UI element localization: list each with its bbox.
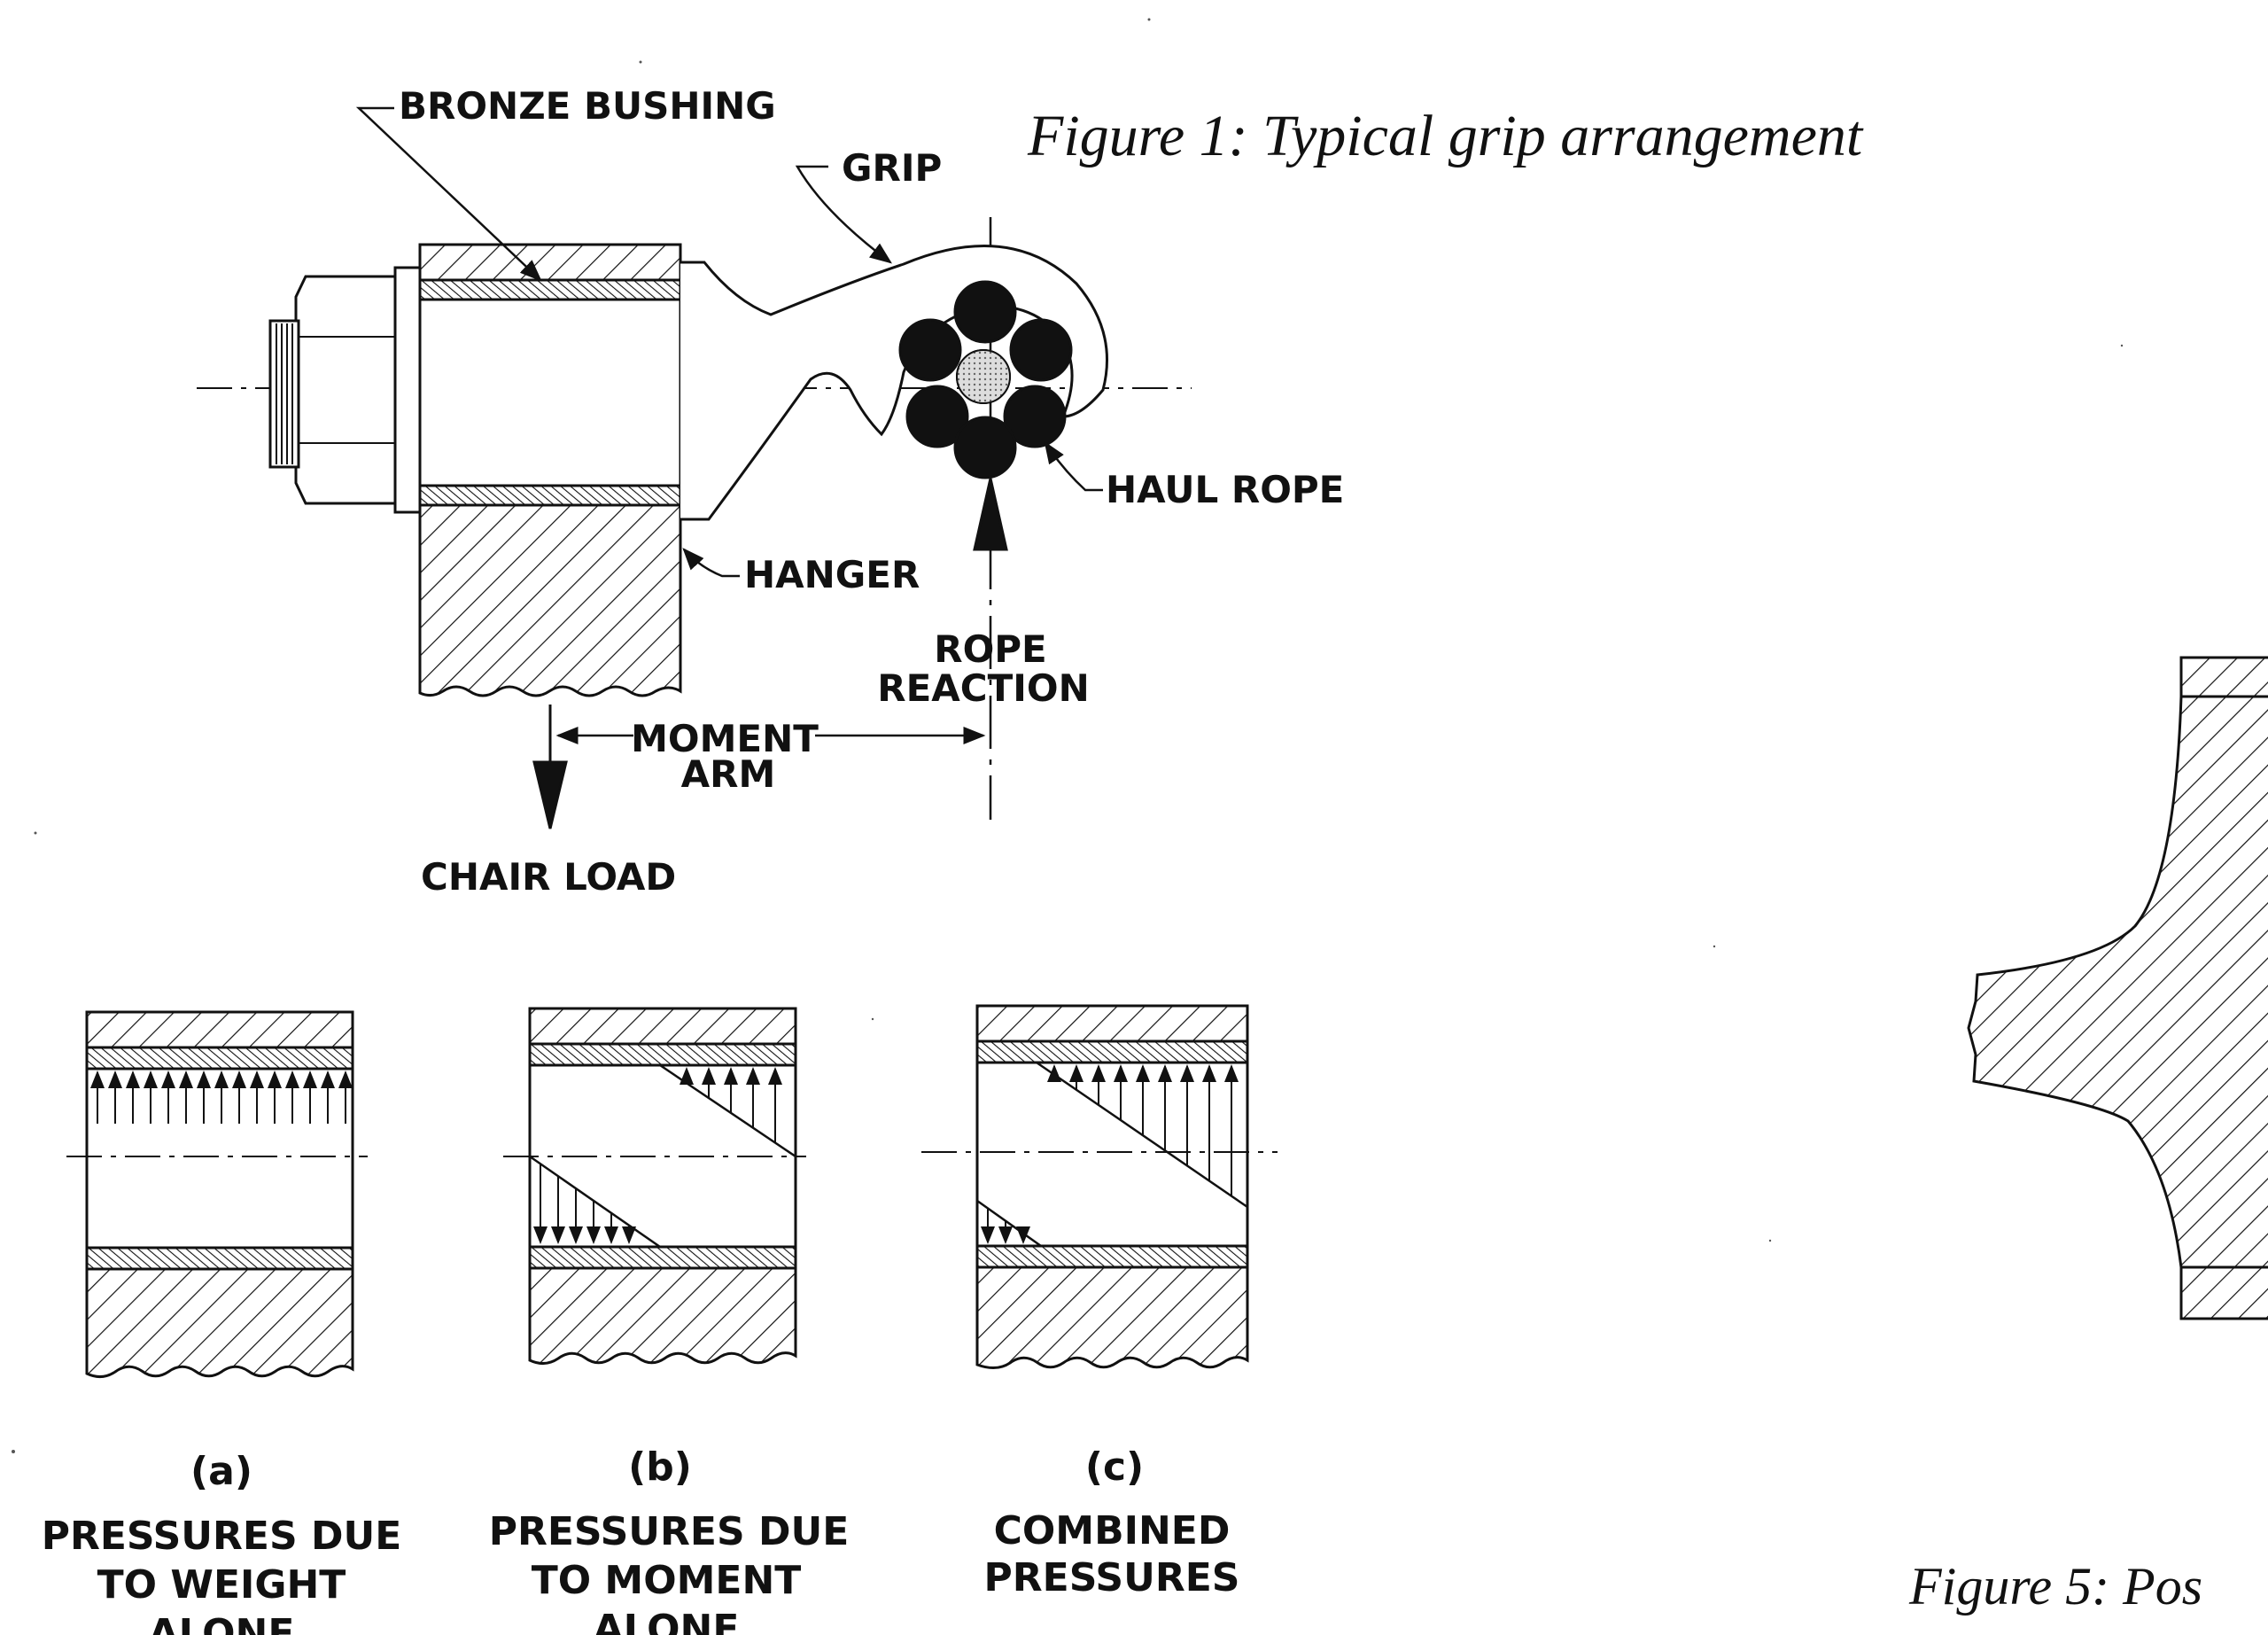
label-haul-rope: HAUL ROPE: [1106, 468, 1344, 511]
label-chair-load: CHAIR LOAD: [421, 855, 676, 899]
rope-reaction-arrow: [973, 478, 1008, 551]
grip-pin: [418, 298, 682, 487]
panel-b-line1: PRESSURES DUE: [489, 1509, 850, 1554]
hanger-top: [418, 243, 682, 282]
figure1-drawing: [197, 106, 1192, 829]
haul-rope: [898, 280, 1073, 479]
panel-labels: (a) PRESSURES DUE TO WEIGHT ALONE (b) PR…: [42, 1444, 1240, 1635]
leader-bronze-bushing: [355, 106, 542, 282]
bolt-thread: [268, 319, 300, 469]
panel-a-letter: (a): [190, 1449, 252, 1494]
panel-c-line2: PRESSURES: [984, 1555, 1240, 1600]
label-bronze-bushing: BRONZE BUSHING: [399, 84, 776, 128]
grip-jaw: [680, 245, 1108, 521]
panel-a-line3: ALONE: [149, 1611, 295, 1635]
panel-a-line1: PRESSURES DUE: [42, 1514, 402, 1559]
label-rope-reaction: REACTION: [877, 666, 1090, 710]
label-hanger: HANGER: [744, 553, 920, 596]
bronze-bushing-top: [418, 278, 682, 301]
panel-b-letter: (b): [628, 1444, 692, 1490]
label-rope-reaction: ROPE: [934, 627, 1047, 671]
figure1-caption: Figure 1: Typical grip arrangement: [1027, 104, 1864, 168]
panel-b-line3: ALONE: [594, 1607, 740, 1635]
panel-b-line2: TO MOMENT: [532, 1558, 802, 1603]
panel-c-line1: COMBINED: [994, 1508, 1231, 1553]
panel-b: [503, 1007, 806, 1365]
leader-grip: [795, 165, 893, 264]
leader-haul-rope: [1044, 440, 1103, 492]
panel-c-pressure-arrows: [981, 1064, 1239, 1244]
leader-hanger: [682, 548, 740, 578]
panel-a-line2: TO WEIGHT: [97, 1562, 346, 1608]
panel-b-pressure-arrows: [533, 1067, 782, 1244]
hanger-body: [418, 503, 682, 697]
figure5-caption: Figure 5: Pos: [1908, 1557, 2202, 1616]
label-grip: GRIP: [842, 146, 942, 190]
scan-specks: [12, 18, 2124, 1453]
washer: [393, 266, 422, 514]
bronze-bushing-bottom: [418, 484, 682, 507]
figure1-labels: BRONZE BUSHING GRIP HAUL ROPE HANGER ROP…: [399, 84, 1864, 899]
chair-load-arrow: [532, 760, 568, 829]
figure5-drawing: [1967, 656, 2268, 1320]
panel-c: [921, 1004, 1278, 1369]
panel-a: [66, 1010, 368, 1378]
panel-c-letter: (c): [1085, 1444, 1144, 1490]
label-moment-arm: ARM: [681, 752, 776, 796]
nut: [294, 275, 399, 505]
panel-a-pressure-arrows: [90, 1071, 353, 1124]
label-moment-arm: MOMENT: [631, 717, 819, 760]
